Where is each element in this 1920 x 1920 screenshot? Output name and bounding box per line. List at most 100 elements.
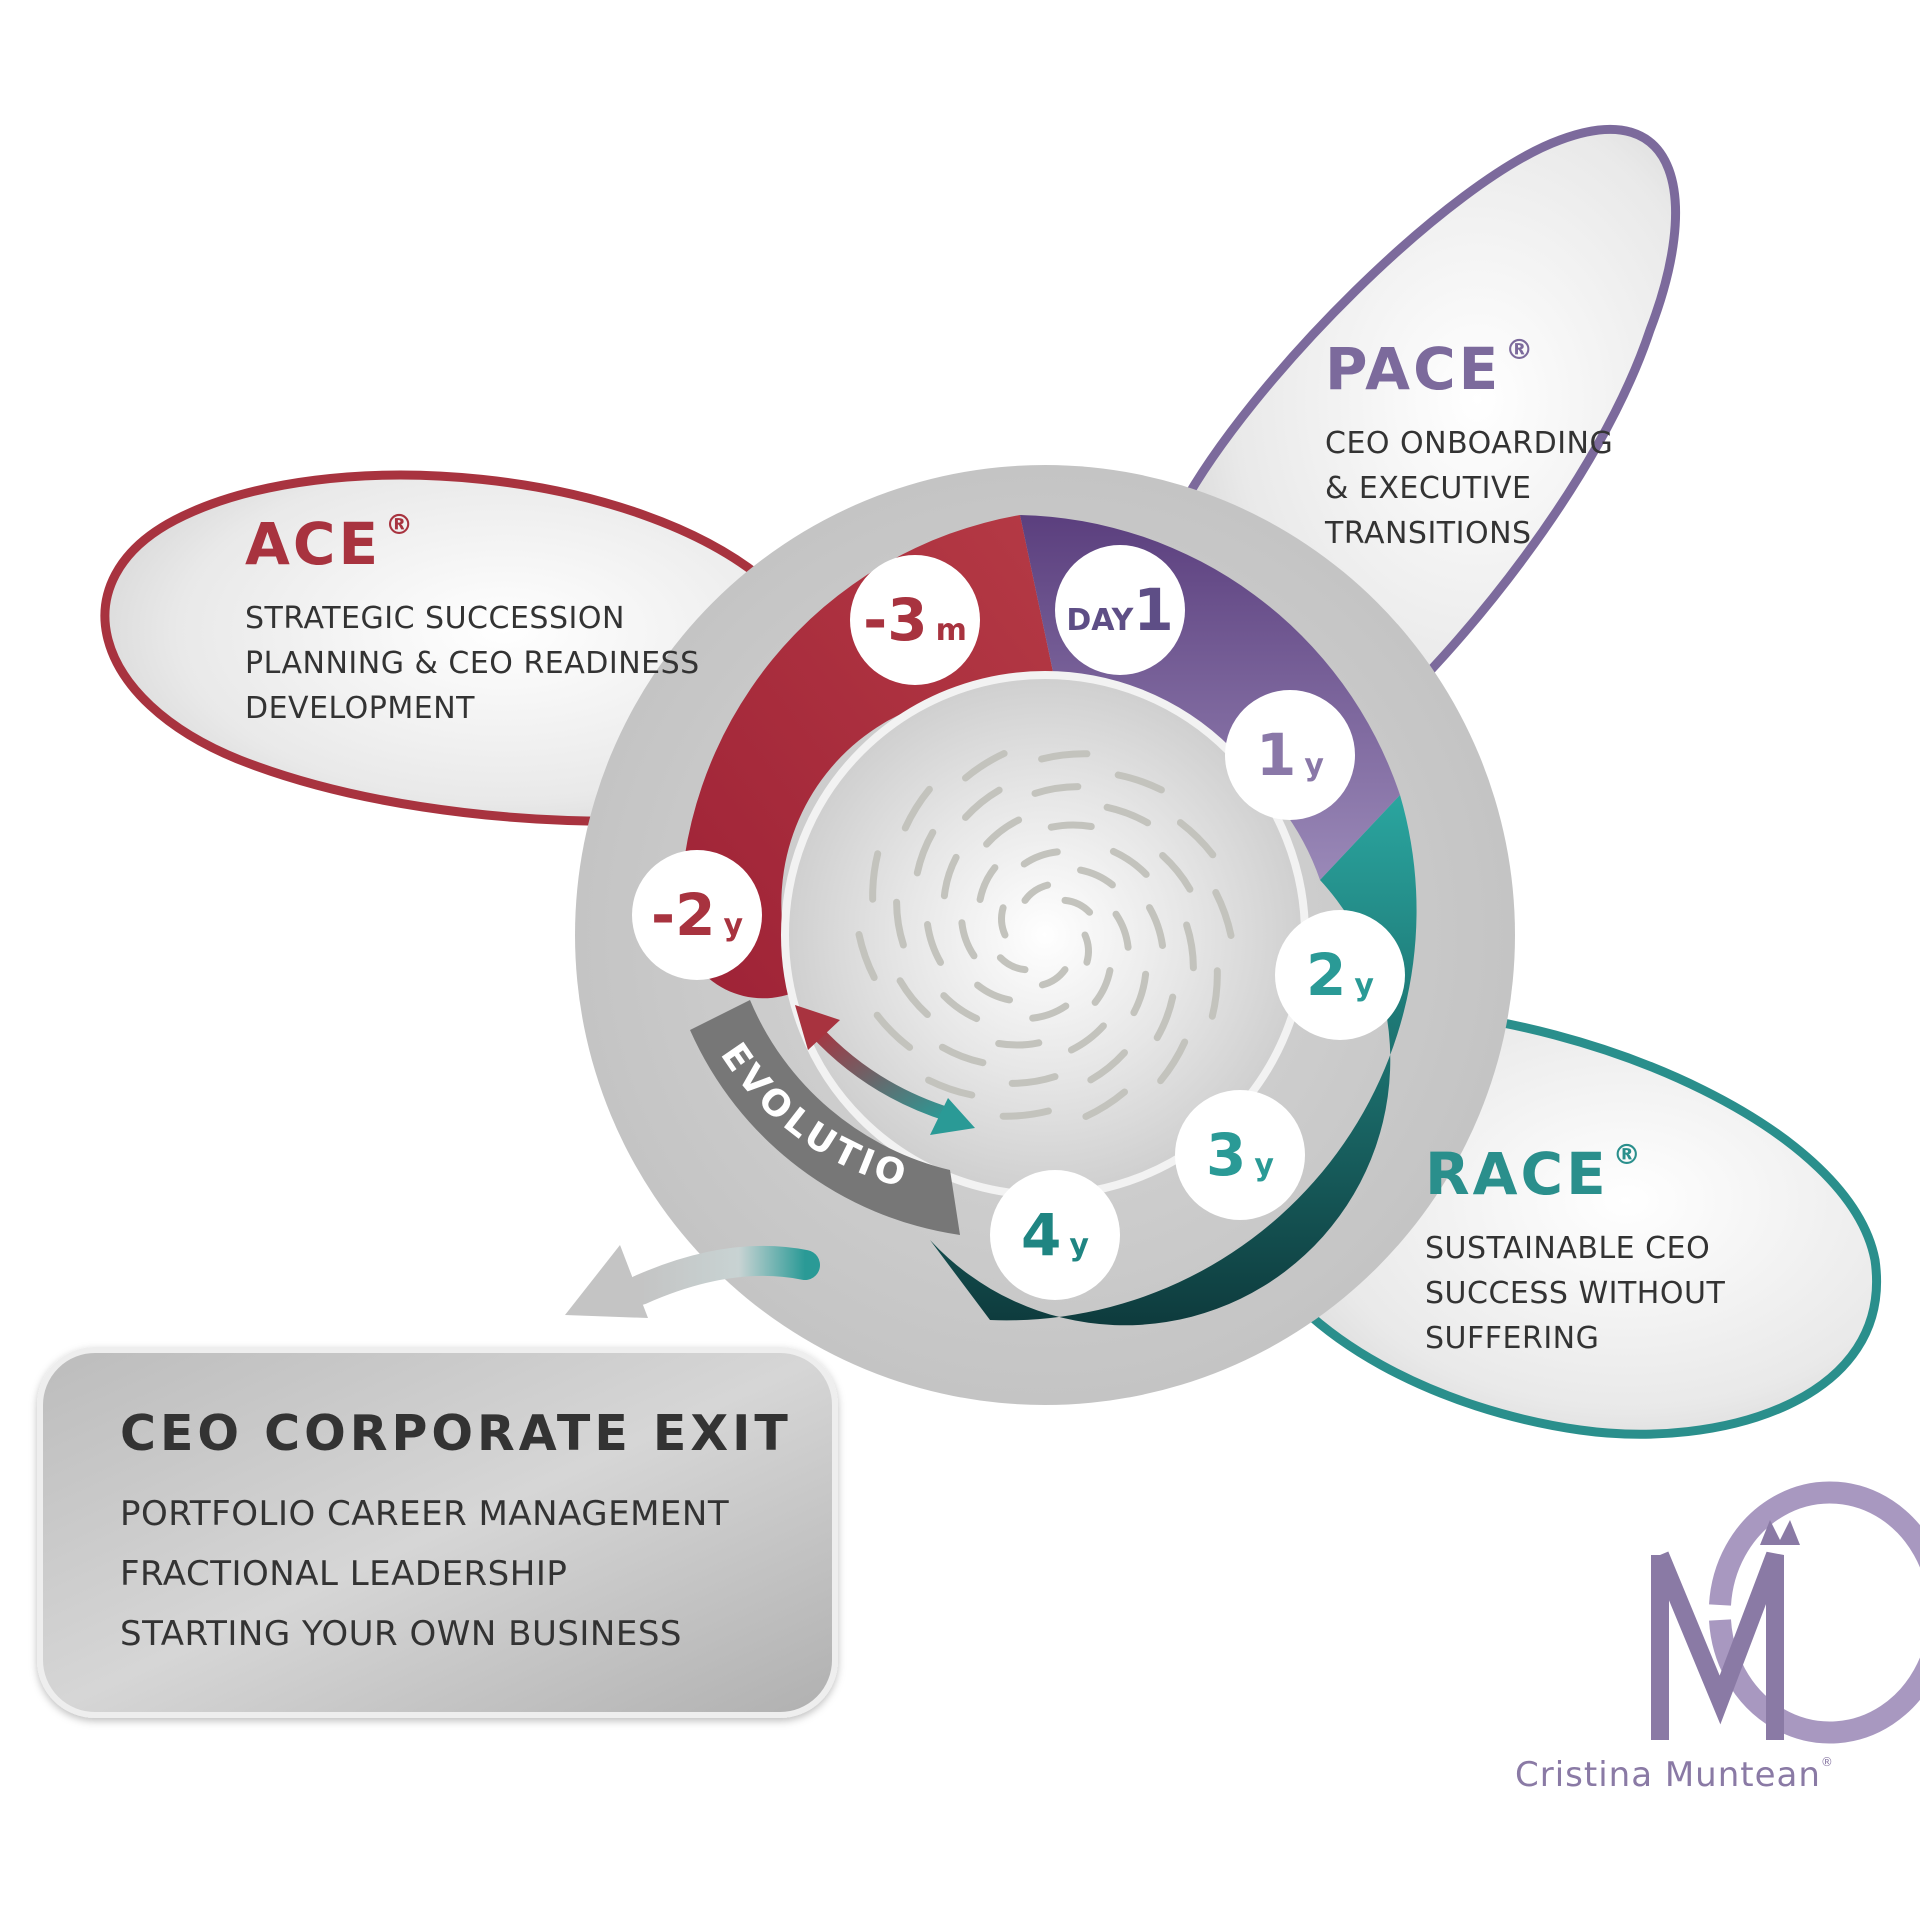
- swirl-dash: [1183, 921, 1197, 972]
- swirl-dash: [1082, 1088, 1128, 1120]
- swirl-dash: [1029, 1002, 1070, 1022]
- evolution-band: [690, 1000, 960, 1235]
- swirl-dash: [1061, 896, 1094, 916]
- swirl-dash: [976, 864, 999, 903]
- swirl-dash: [1212, 889, 1235, 939]
- swirl-dash: [855, 931, 878, 981]
- logo-registered-mark: ®: [1820, 1755, 1834, 1769]
- swirl-dash: [1176, 819, 1217, 859]
- ace-block: ACE® STRATEGIC SUCCESSION PLANNING & CEO…: [245, 508, 700, 731]
- swirl-dash: [1153, 993, 1177, 1042]
- ace-title: ACE®: [245, 508, 700, 578]
- swirl-dash: [974, 981, 1013, 1004]
- swirl-dash: [1157, 1038, 1189, 1085]
- swirl-dash: [1112, 910, 1132, 951]
- ace-line-1: STRATEGIC SUCCESSION: [245, 601, 625, 636]
- race-line-3: SUFFERING: [1425, 1321, 1600, 1356]
- swirl-dash: [1038, 750, 1091, 763]
- milestone-2: DAY1: [1055, 545, 1185, 675]
- swirl-dash: [938, 1043, 987, 1067]
- swirl-dash: [1067, 1022, 1107, 1054]
- swirl-dash: [869, 850, 882, 903]
- swirl-dash: [996, 954, 1029, 974]
- exit-block: CEO CORPORATE EXIT PORTFOLIO CAREER MANA…: [120, 1405, 792, 1664]
- swirl-dash: [962, 750, 1008, 782]
- logo-name-text: Cristina Muntean: [1515, 1755, 1821, 1795]
- swirl-dash: [1077, 866, 1116, 889]
- race-segment: [930, 795, 1417, 1326]
- ace-registered-mark: ®: [385, 508, 417, 541]
- ace-petal: [100, 470, 776, 826]
- swirl-dash: [1146, 904, 1166, 949]
- exit-title: CEO CORPORATE EXIT: [120, 1405, 792, 1462]
- swirl-dash: [901, 785, 933, 832]
- swirl-dash: [1208, 967, 1221, 1020]
- exit-box: [37, 1347, 838, 1718]
- swirl-dash: [1130, 970, 1150, 1017]
- pace-block: PACE® CEO ONBOARDING & EXECUTIVE TRANSIT…: [1325, 333, 1614, 556]
- exit-line-2: FRACTIONAL LEADERSHIP: [120, 1554, 568, 1594]
- swirl-dash: [1020, 848, 1061, 868]
- race-title: RACE®: [1425, 1138, 1725, 1208]
- pace-title: PACE®: [1325, 333, 1613, 403]
- swirl-dash: [1008, 1073, 1059, 1087]
- swirl-dash: [924, 921, 944, 966]
- swirl-dash: [995, 1039, 1043, 1049]
- pace-line-2: & EXECUTIVE: [1325, 471, 1532, 506]
- swirl-dash: [1109, 847, 1150, 878]
- swirl-dash: [1047, 821, 1095, 831]
- swirl-dash: [983, 816, 1023, 848]
- milestone-circle: [1275, 910, 1405, 1040]
- swirl-dash: [1038, 966, 1069, 989]
- milestone-circle: [1175, 1090, 1305, 1220]
- swirl-dash: [1031, 783, 1082, 797]
- milestone-circle: [632, 850, 762, 980]
- exit-arrow: [565, 1245, 820, 1318]
- swirl-dash: [873, 1011, 914, 1051]
- cm-logo-icon: [1651, 1481, 1920, 1744]
- swirl-dash: [962, 786, 1003, 821]
- swirl-dash: [1103, 803, 1152, 827]
- pace-line-1: CEO ONBOARDING: [1325, 426, 1614, 461]
- milestone-circle: [1225, 690, 1355, 820]
- exit-line-3: STARTING YOUR OWN BUSINESS: [120, 1614, 683, 1654]
- swirl-dash: [1021, 881, 1052, 904]
- milestone-circle: [990, 1170, 1120, 1300]
- swirl-dash: [940, 992, 981, 1023]
- swirl-dash: [913, 828, 937, 877]
- swirl-dash: [940, 853, 960, 900]
- ace-title-text: ACE: [245, 510, 382, 578]
- race-registered-mark: ®: [1612, 1138, 1644, 1171]
- swirl-dash: [896, 977, 931, 1018]
- logo-name: Cristina Muntean®: [1515, 1755, 1834, 1795]
- swirl-dash: [999, 1107, 1052, 1120]
- milestone-label: DAY1: [1066, 576, 1173, 644]
- exit-line-1: PORTFOLIO CAREER MANAGEMENT: [120, 1494, 730, 1534]
- milestone-circle: [850, 555, 980, 685]
- race-line-1: SUSTAINABLE CEO: [1425, 1231, 1711, 1266]
- swirl-dash: [925, 1076, 976, 1099]
- swirl-dash: [1159, 852, 1194, 893]
- swirl-dash: [958, 919, 978, 960]
- swirl-pattern: [855, 750, 1235, 1120]
- ace-line-2: PLANNING & CEO READINESS: [245, 646, 700, 681]
- swirl-dash: [1087, 1049, 1128, 1084]
- pace-registered-mark: ®: [1505, 333, 1537, 366]
- swirl-dash: [893, 898, 907, 949]
- swirl-dash: [1091, 967, 1114, 1006]
- race-block: RACE® SUSTAINABLE CEO SUCCESS WITHOUT SU…: [1425, 1138, 1725, 1361]
